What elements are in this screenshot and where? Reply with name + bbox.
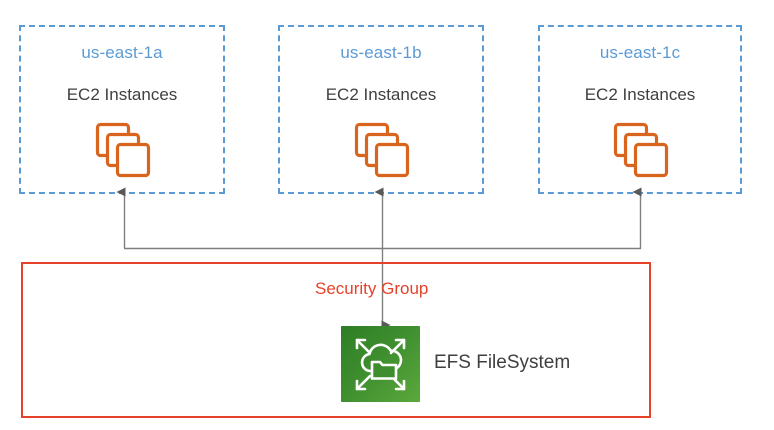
ec2-instances-icon [354, 122, 410, 178]
az-title-us-east-1a: us-east-1a [81, 43, 163, 62]
availability-zone-box-us-east-1b[interactable]: us-east-1b EC2 Instances [278, 25, 484, 194]
efs-filesystem-icon [341, 326, 420, 402]
availability-zone-box-us-east-1c[interactable]: us-east-1c EC2 Instances [538, 25, 742, 194]
ec2-instances-icon [95, 122, 151, 178]
security-group-label: Security Group [315, 279, 429, 298]
ec2-instances-icon [613, 122, 669, 178]
efs-filesystem-label: EFS FileSystem [434, 352, 571, 373]
az-resource-label-us-east-1b: EC2 Instances [325, 85, 437, 104]
az-title-us-east-1c: us-east-1c [599, 43, 681, 62]
az-title-us-east-1b: us-east-1b [340, 43, 422, 62]
availability-zone-box-us-east-1a[interactable]: us-east-1a EC2 Instances [19, 25, 225, 194]
az-resource-label-us-east-1c: EC2 Instances [584, 85, 696, 104]
security-group-box[interactable] [21, 262, 651, 418]
az-resource-label-us-east-1a: EC2 Instances [66, 85, 178, 104]
